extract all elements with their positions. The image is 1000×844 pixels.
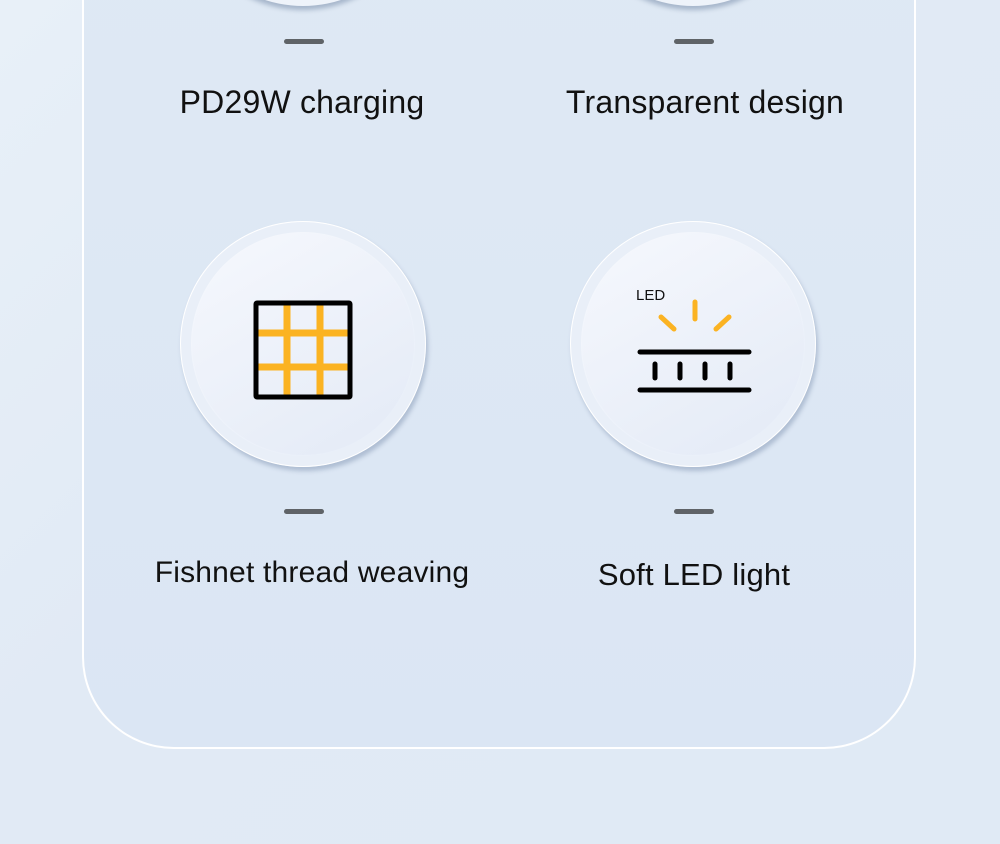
separator-dash (674, 39, 714, 44)
feature-icon-circle-charging (180, 0, 426, 6)
feature-icon-circle-fishnet (180, 221, 426, 467)
separator-dash (284, 509, 324, 514)
fishnet-grid-icon (253, 300, 353, 400)
feature-label-fishnet: Fishnet thread weaving (154, 556, 470, 589)
feature-icon-circle-led: LED (570, 221, 816, 467)
feature-label-charging: PD29W charging (179, 84, 425, 120)
separator-dash (284, 39, 324, 44)
separator-dash (674, 509, 714, 514)
feature-icon-circle-transparent (570, 0, 816, 6)
feature-label-transparent: Transparent design (565, 84, 845, 120)
led-light-icon (637, 299, 752, 393)
led-icon-text: LED (636, 287, 666, 304)
feature-label-led: Soft LED light (597, 557, 791, 592)
